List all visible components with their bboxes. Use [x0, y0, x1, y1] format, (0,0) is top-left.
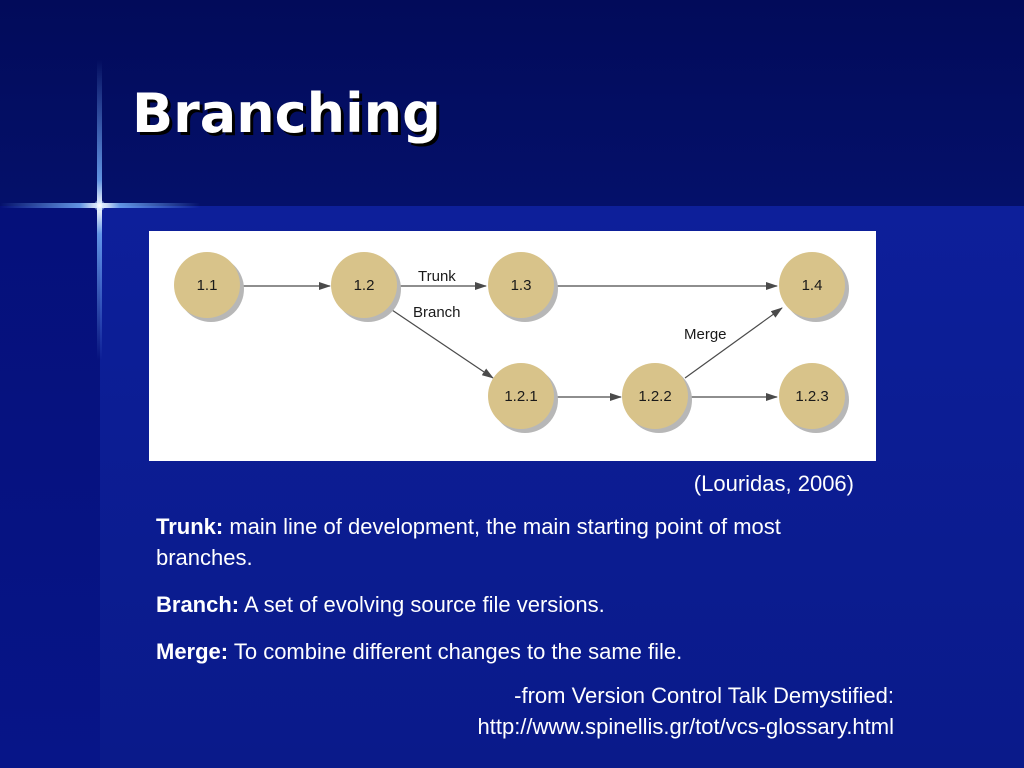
- sparkle-core-decoration: [94, 200, 105, 211]
- edge-label-merge: Merge: [684, 326, 727, 343]
- definition-term: Trunk:: [156, 514, 224, 539]
- node-label: 1.2.3: [795, 388, 828, 405]
- header-background: [0, 0, 1024, 206]
- source-line: -from Version Control Talk Demystified:: [514, 683, 894, 708]
- node-1-2-3: 1.2.3: [779, 363, 849, 433]
- definition-term: Merge:: [156, 639, 229, 664]
- node-label: 1.2.1: [504, 388, 537, 405]
- definition-merge: Merge: To combine different changes to t…: [156, 636, 856, 667]
- edge-1-2-2-to-1-4: [684, 307, 783, 379]
- node-1-3: 1.3: [488, 252, 558, 322]
- definition-branch: Branch: A set of evolving source file ve…: [156, 589, 856, 620]
- edge-1-2-to-1-2-1: [391, 309, 494, 379]
- definition-term: Branch:: [156, 592, 240, 617]
- citation: (Louridas, 2006): [693, 471, 854, 496]
- node-1-4: 1.4: [779, 252, 849, 322]
- source-attribution: -from Version Control Talk Demystified: …: [478, 680, 895, 742]
- branching-diagram: Trunk Branch Merge 1.1 1.2 1.3: [149, 231, 876, 461]
- node-1-2-2: 1.2.2: [622, 363, 692, 433]
- node-label: 1.2.2: [638, 388, 671, 405]
- left-band: [0, 206, 100, 768]
- node-1-1: 1.1: [174, 252, 244, 322]
- definition-text: A set of evolving source file versions.: [244, 592, 605, 617]
- node-label: 1.2: [354, 277, 375, 294]
- node-1-2-1: 1.2.1: [488, 363, 558, 433]
- node-label: 1.1: [197, 277, 218, 294]
- definitions-list: Trunk: main line of development, the mai…: [156, 511, 856, 683]
- source-url: http://www.spinellis.gr/tot/vcs-glossary…: [477, 714, 895, 739]
- edge-label-branch: Branch: [413, 304, 461, 321]
- diagram-svg: Trunk Branch Merge 1.1 1.2 1.3: [174, 252, 849, 433]
- node-label: 1.3: [511, 277, 532, 294]
- edge-label-trunk: Trunk: [418, 268, 456, 285]
- node-label: 1.4: [802, 277, 823, 294]
- definition-trunk: Trunk: main line of development, the mai…: [156, 511, 856, 573]
- definition-text: main line of development, the main start…: [156, 514, 781, 570]
- definition-text: To combine different changes to the same…: [233, 639, 683, 664]
- node-1-2: 1.2: [331, 252, 401, 322]
- slide-title: Branching: [132, 82, 441, 145]
